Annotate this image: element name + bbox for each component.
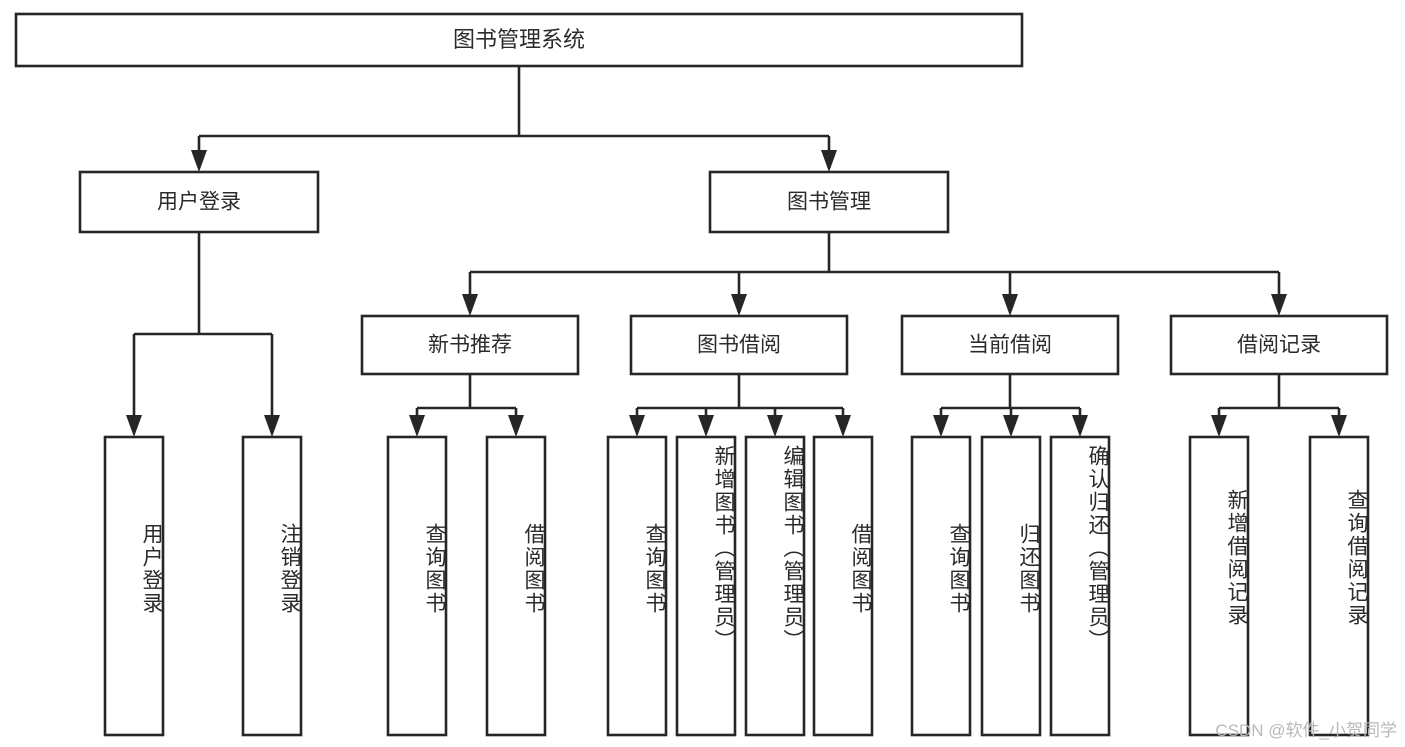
node-book-borrow[interactable] <box>629 314 849 376</box>
node-leaf-confirm-return-admin[interactable] <box>1049 435 1111 737</box>
arrow-leaf-add-book-admin <box>698 415 714 437</box>
node-leaf-query-book-3[interactable] <box>910 435 972 737</box>
arrow-leaf-query-borrow-record <box>1331 415 1347 437</box>
node-label-new-book-recommend: 新书推荐 <box>428 334 512 357</box>
node-leaf-add-book-admin[interactable] <box>675 435 737 737</box>
node-leaf-query-book-2[interactable] <box>606 435 668 737</box>
arrow-leaf-query-book-2 <box>629 415 645 437</box>
node-label-book-borrow: 图书借阅 <box>697 334 781 357</box>
connectors-layer <box>126 66 1347 437</box>
node-leaf-add-borrow-record[interactable] <box>1188 435 1250 737</box>
arrow-book-borrow <box>731 294 747 316</box>
node-leaf-borrow-book-2[interactable] <box>812 435 874 737</box>
node-label-book-manage: 图书管理 <box>787 191 871 214</box>
arrow-leaf-logout-login <box>264 415 280 437</box>
node-label-current-borrow: 当前借阅 <box>968 334 1052 357</box>
node-leaf-logout-login[interactable] <box>241 435 303 737</box>
node-label-root: 图书管理系统 <box>453 27 585 52</box>
node-leaf-user-login[interactable] <box>103 435 165 737</box>
boxes-layer <box>14 12 1389 737</box>
arrow-current-borrow <box>1002 294 1018 316</box>
node-current-borrow[interactable] <box>900 314 1120 376</box>
arrow-leaf-return-book <box>1003 415 1019 437</box>
node-book-manage[interactable] <box>708 170 950 234</box>
arrow-leaf-confirm-return-admin <box>1072 415 1088 437</box>
arrow-new-book-recommend <box>462 294 478 316</box>
node-borrow-record[interactable] <box>1169 314 1389 376</box>
arrow-leaf-query-book-1 <box>409 415 425 437</box>
arrow-leaf-borrow-book-1 <box>508 415 524 437</box>
node-leaf-borrow-book-1[interactable] <box>485 435 547 737</box>
node-label-user-login: 用户登录 <box>157 191 241 214</box>
arrow-leaf-borrow-book-2 <box>835 415 851 437</box>
arrow-leaf-edit-book-admin <box>767 415 783 437</box>
node-label-borrow-record: 借阅记录 <box>1237 334 1321 357</box>
arrow-user-login <box>191 150 207 172</box>
arrow-book-manage <box>821 150 837 172</box>
node-leaf-query-book-1[interactable] <box>386 435 448 737</box>
arrow-leaf-query-book-3 <box>933 415 949 437</box>
node-leaf-return-book[interactable] <box>980 435 1042 737</box>
node-leaf-edit-book-admin[interactable] <box>744 435 806 737</box>
arrow-leaf-add-borrow-record <box>1211 415 1227 437</box>
node-leaf-query-borrow-record[interactable] <box>1308 435 1370 737</box>
node-root-system[interactable] <box>14 12 1024 68</box>
node-new-book-recommend[interactable] <box>360 314 580 376</box>
arrow-borrow-record <box>1271 294 1287 316</box>
node-user-login[interactable] <box>78 170 320 234</box>
arrow-leaf-user-login <box>126 415 142 437</box>
